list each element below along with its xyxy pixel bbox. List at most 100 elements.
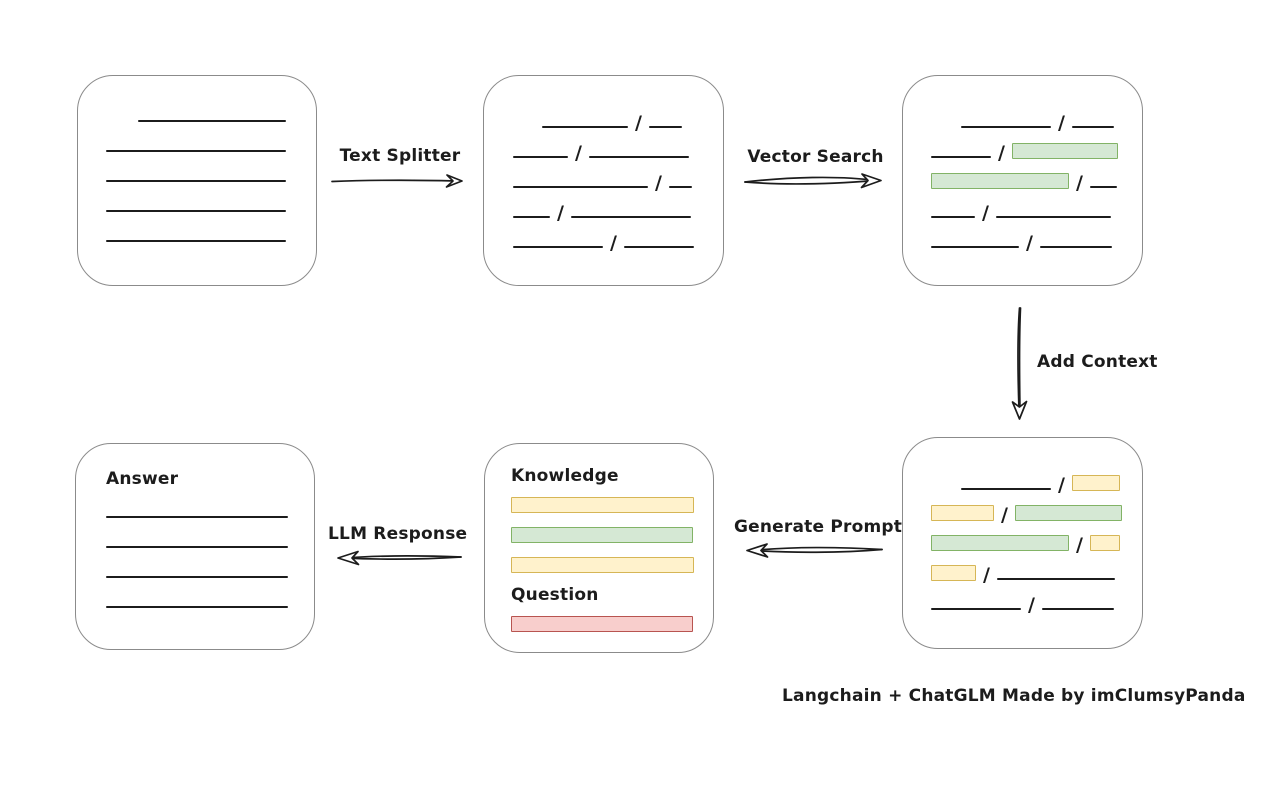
chunk-row	[511, 614, 713, 632]
chunk-row: /	[931, 563, 1142, 586]
chunk-row	[511, 495, 713, 513]
chunk-row: /	[513, 201, 723, 224]
text-line	[1089, 186, 1117, 188]
slash-separator: /	[610, 232, 617, 254]
text-line	[931, 216, 975, 218]
chunk-row	[106, 105, 316, 123]
text-line	[648, 126, 682, 128]
text-line	[588, 156, 689, 158]
text-line	[931, 608, 1021, 610]
matched-chunks-lines: / / / / /	[903, 76, 1142, 254]
yellow-highlight-bar	[511, 497, 694, 513]
generate-prompt-label: Generate Prompt	[734, 517, 903, 537]
slash-separator: /	[998, 142, 1005, 164]
prompt-box: Knowledge Question	[484, 443, 714, 653]
vector-search-label: Vector Search	[747, 147, 884, 167]
yellow-highlight-bar	[1071, 475, 1120, 491]
chunk-row: /	[931, 533, 1142, 556]
generate-prompt-arrow-icon	[746, 543, 883, 558]
green-highlight-bar	[1011, 143, 1118, 159]
answer-box: Answer	[75, 443, 315, 650]
chunk-row: /	[931, 201, 1142, 224]
slash-separator: /	[635, 112, 642, 134]
text-line	[995, 216, 1111, 218]
chunk-row	[106, 135, 316, 153]
slash-separator: /	[1058, 112, 1065, 134]
text-line	[513, 156, 568, 158]
chunk-row	[106, 195, 316, 213]
slash-separator: /	[1076, 172, 1083, 194]
text-line	[513, 216, 550, 218]
llm-response-label: LLM Response	[328, 524, 468, 544]
text-line	[106, 210, 286, 212]
yellow-highlight-bar	[1089, 535, 1120, 551]
text-line	[106, 516, 288, 518]
chunk-row: /	[931, 111, 1142, 134]
text-line	[513, 186, 648, 188]
red-highlight-bar	[511, 616, 693, 632]
slash-separator: /	[1076, 534, 1083, 556]
slash-separator: /	[575, 142, 582, 164]
text-line	[623, 246, 694, 248]
text-line	[996, 578, 1115, 580]
answer-label: Answer	[106, 469, 179, 489]
green-highlight-bar	[931, 535, 1069, 551]
text-line	[106, 150, 286, 152]
matched-chunks-box: / / / / /	[902, 75, 1143, 286]
text-line	[961, 126, 1051, 128]
green-highlight-bar	[931, 173, 1069, 189]
question-bars	[511, 614, 713, 632]
chunk-row: /	[513, 111, 723, 134]
text-line	[106, 240, 286, 242]
text-line	[931, 246, 1019, 248]
chunk-row	[106, 501, 314, 519]
split-chunks-lines: / / / / /	[484, 76, 723, 254]
chunk-row: /	[931, 503, 1142, 526]
llm-response-arrow-icon	[337, 550, 462, 566]
slash-separator: /	[557, 202, 564, 224]
text-line	[1041, 608, 1114, 610]
question-label: Question	[511, 585, 599, 605]
text-line	[961, 488, 1051, 490]
add-context-label: Add Context	[1037, 352, 1158, 372]
chunk-row	[106, 225, 316, 243]
answer-lines	[106, 489, 314, 609]
slash-separator: /	[1001, 504, 1008, 526]
add-context-arrow-icon	[1011, 307, 1028, 420]
slash-separator: /	[983, 564, 990, 586]
chunk-row: /	[931, 141, 1142, 164]
slash-separator: /	[1058, 474, 1065, 496]
slash-separator: /	[655, 172, 662, 194]
text-line	[668, 186, 692, 188]
document-lines	[78, 76, 316, 243]
text-splitter-label: Text Splitter	[339, 146, 461, 166]
slash-separator: /	[982, 202, 989, 224]
chunk-row: /	[513, 141, 723, 164]
green-highlight-bar	[511, 527, 693, 543]
text-line	[1039, 246, 1112, 248]
text-splitter-arrow-icon	[331, 174, 463, 188]
text-line	[138, 120, 286, 122]
context-chunks-box: / / / / /	[902, 437, 1143, 649]
chunk-row: /	[931, 593, 1142, 615]
text-line	[106, 546, 288, 548]
yellow-highlight-bar	[931, 565, 976, 581]
document-box	[77, 75, 317, 286]
chunk-row: /	[513, 171, 723, 194]
text-line	[1071, 126, 1114, 128]
chunk-row	[106, 561, 314, 579]
chunk-row: /	[931, 171, 1142, 194]
slash-separator: /	[1026, 232, 1033, 254]
credit-caption: Langchain + ChatGLM Made by imClumsyPand…	[782, 686, 1246, 706]
text-line	[106, 606, 288, 608]
chunk-row: /	[513, 231, 723, 254]
chunk-row	[106, 591, 314, 609]
text-line	[570, 216, 691, 218]
chunk-row	[106, 531, 314, 549]
vector-search-arrow-icon	[744, 173, 882, 189]
green-highlight-bar	[1014, 505, 1122, 521]
chunk-row	[511, 555, 713, 573]
yellow-highlight-bar	[511, 557, 694, 573]
text-line	[106, 180, 286, 182]
